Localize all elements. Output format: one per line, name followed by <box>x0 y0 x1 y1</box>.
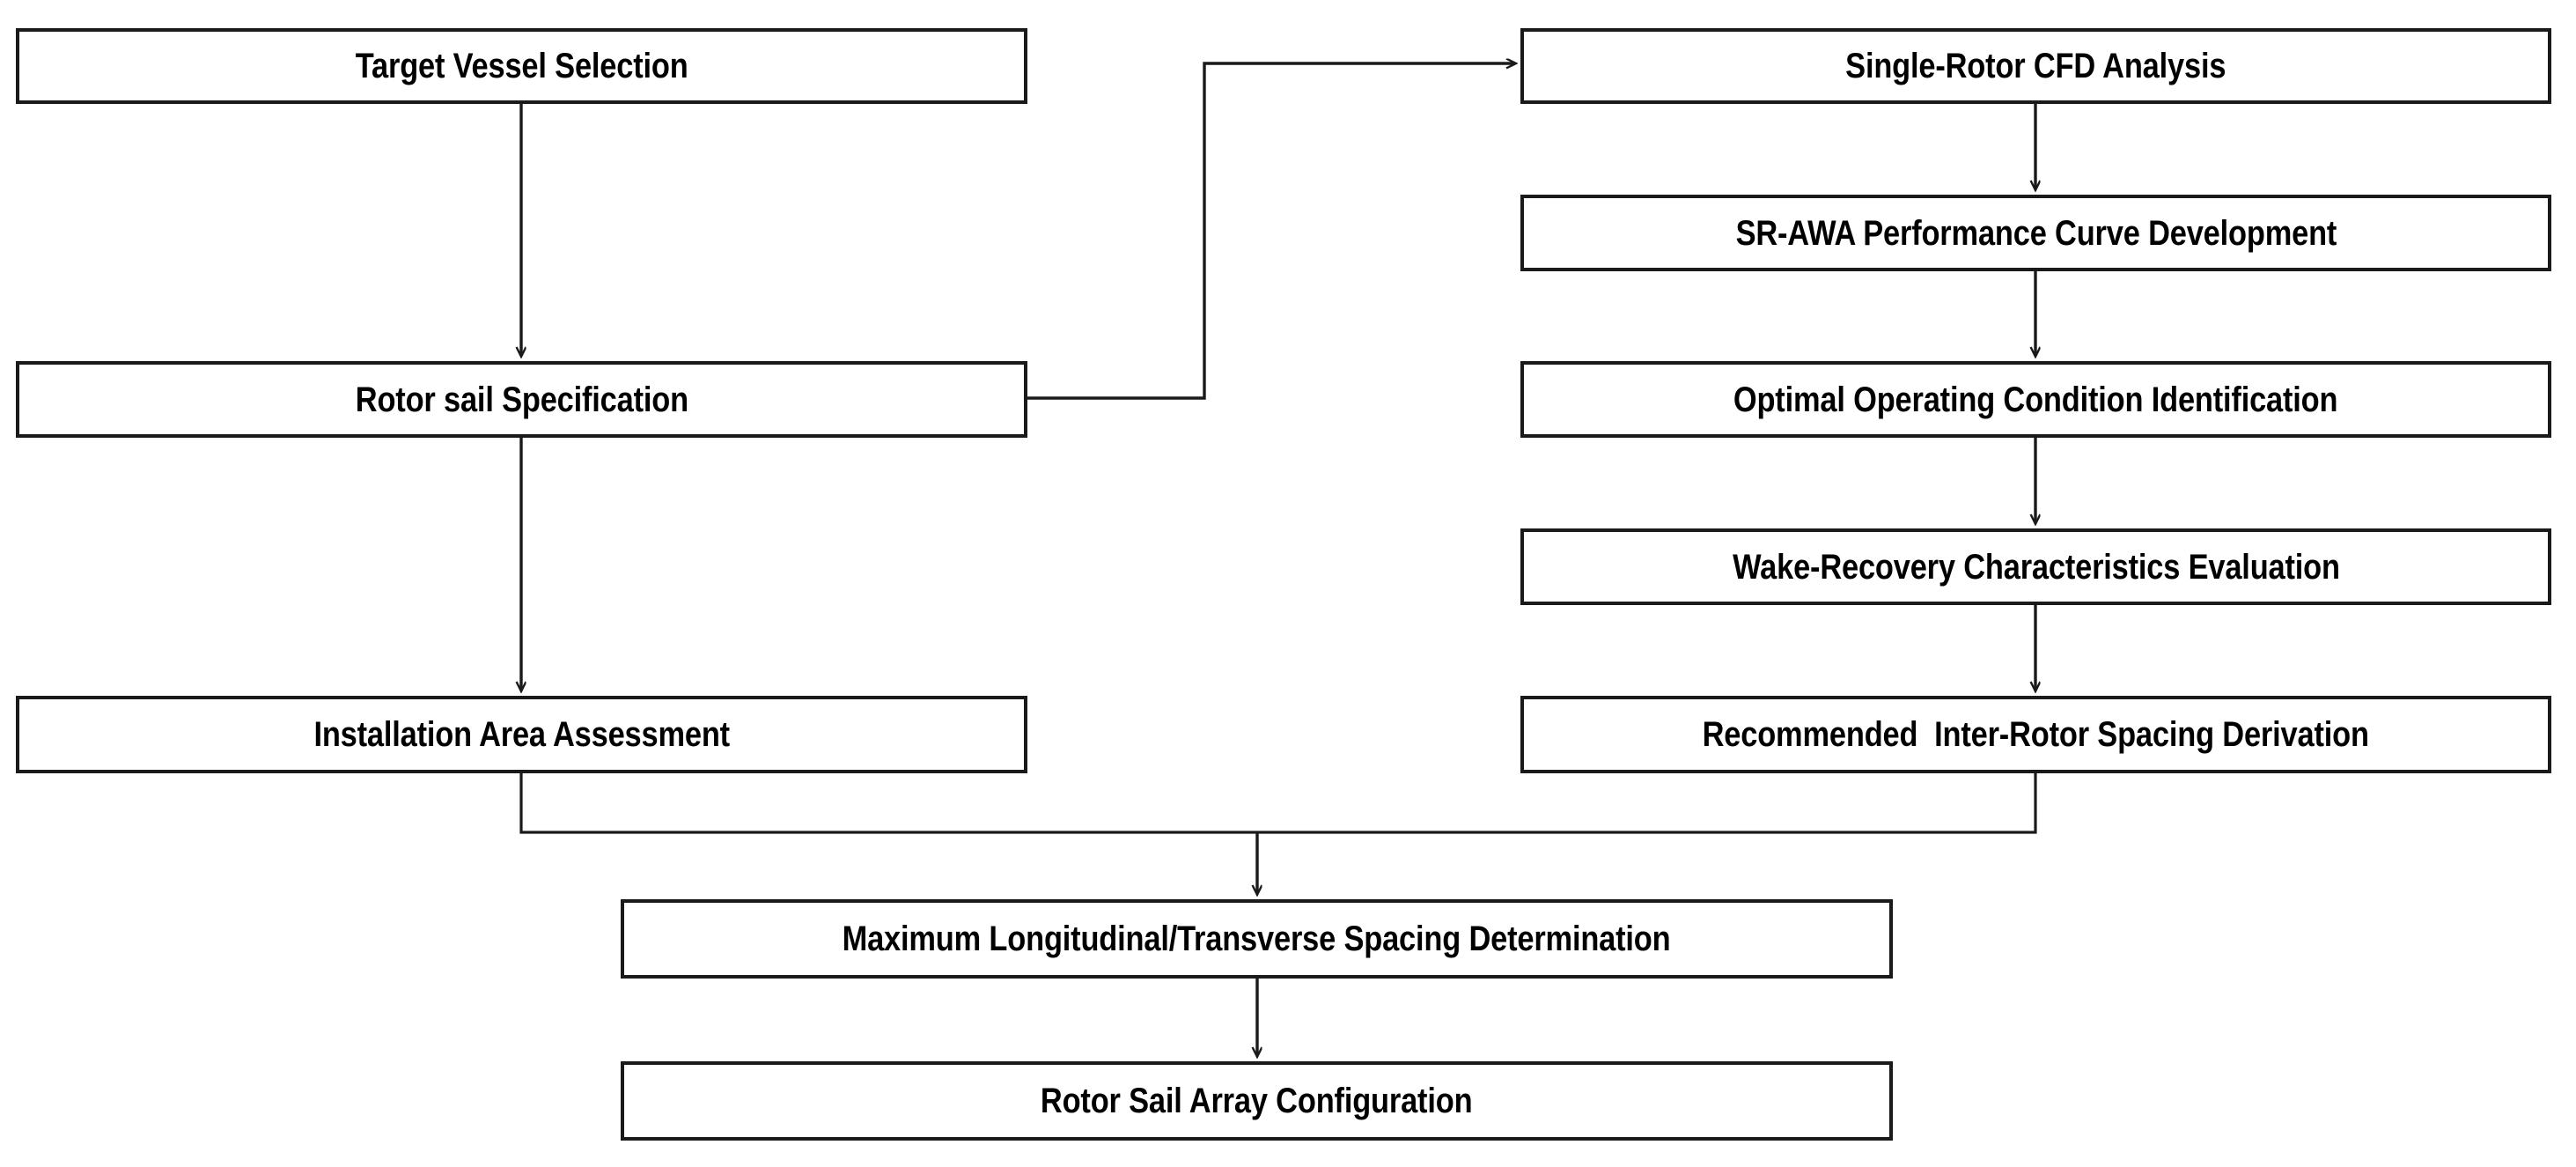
node-label: Optimal Operating Condition Identificati… <box>1733 380 2338 419</box>
edge-recommended-spacing-to-merge-bus <box>1257 773 2037 834</box>
edge-rotor-sail-spec-to-single-rotor-cfd <box>1027 63 1515 400</box>
node-label: SR-AWA Performance Curve Development <box>1735 213 2337 253</box>
node-label: Target Vessel Selection <box>355 47 688 85</box>
edge-installation-area-to-merge-bus <box>519 773 1257 834</box>
node-label: Installation Area Assessment <box>313 715 730 754</box>
node-label: Rotor Sail Array Configuration <box>1041 1082 1473 1120</box>
node-installation-area-assessment[interactable]: Installation Area Assessment <box>16 696 1027 773</box>
node-wake-recovery-characteristics[interactable]: Wake-Recovery Characteristics Evaluation <box>1520 528 2551 605</box>
node-label: Recommended Inter-Rotor Spacing Derivati… <box>1702 715 2370 754</box>
node-target-vessel-selection[interactable]: Target Vessel Selection <box>16 28 1027 104</box>
node-label: Rotor sail Specification <box>355 380 688 419</box>
node-rotor-sail-specification[interactable]: Rotor sail Specification <box>16 361 1027 438</box>
node-sr-awa-performance-curve[interactable]: SR-AWA Performance Curve Development <box>1520 195 2551 271</box>
node-rotor-sail-array-configuration[interactable]: Rotor Sail Array Configuration <box>621 1061 1893 1141</box>
node-recommended-inter-rotor-spacing[interactable]: Recommended Inter-Rotor Spacing Derivati… <box>1520 696 2551 773</box>
node-maximum-spacing-determination[interactable]: Maximum Longitudinal/Transverse Spacing … <box>621 899 1893 979</box>
node-single-rotor-cfd-analysis[interactable]: Single-Rotor CFD Analysis <box>1520 28 2551 104</box>
node-optimal-operating-condition[interactable]: Optimal Operating Condition Identificati… <box>1520 361 2551 438</box>
node-label: Wake-Recovery Characteristics Evaluation <box>1732 547 2340 587</box>
node-label: Single-Rotor CFD Analysis <box>1845 47 2226 85</box>
node-label: Maximum Longitudinal/Transverse Spacing … <box>843 920 1671 958</box>
